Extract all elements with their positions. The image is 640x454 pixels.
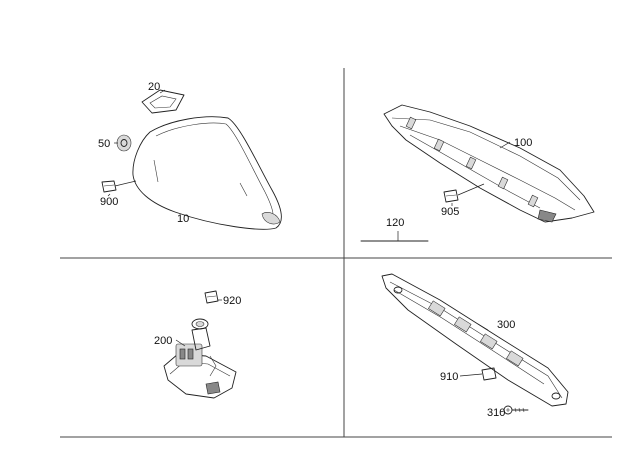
part-clip-920[interactable] xyxy=(204,290,219,304)
dimension-line-120 xyxy=(360,231,429,242)
callout-300: 300 xyxy=(497,319,515,331)
part-clip-905[interactable] xyxy=(443,189,459,203)
part-lamp-housing-100[interactable] xyxy=(383,104,595,223)
part-brake-lamp-300[interactable] xyxy=(381,273,569,407)
section-grid xyxy=(60,68,612,438)
part-screw-310[interactable] xyxy=(503,405,529,415)
part-clip-900[interactable] xyxy=(101,180,117,193)
callout-100: 100 xyxy=(514,137,532,149)
callout-310: 310 xyxy=(487,407,505,419)
callout-920: 920 xyxy=(223,295,241,307)
callout-10: 10 xyxy=(177,213,189,225)
part-lens-10[interactable] xyxy=(132,116,282,230)
callout-910: 910 xyxy=(440,371,458,383)
callout-20: 20 xyxy=(148,81,160,93)
callout-900: 900 xyxy=(100,196,118,208)
part-gasket-20[interactable] xyxy=(141,89,185,114)
part-bulb-holder-200[interactable] xyxy=(163,318,237,399)
callout-905: 905 xyxy=(441,206,459,218)
part-grommet-50[interactable] xyxy=(116,134,132,152)
callout-50: 50 xyxy=(98,138,110,150)
callout-200: 200 xyxy=(154,335,172,347)
part-clip-910[interactable] xyxy=(481,367,497,381)
callout-120: 120 xyxy=(386,217,404,229)
